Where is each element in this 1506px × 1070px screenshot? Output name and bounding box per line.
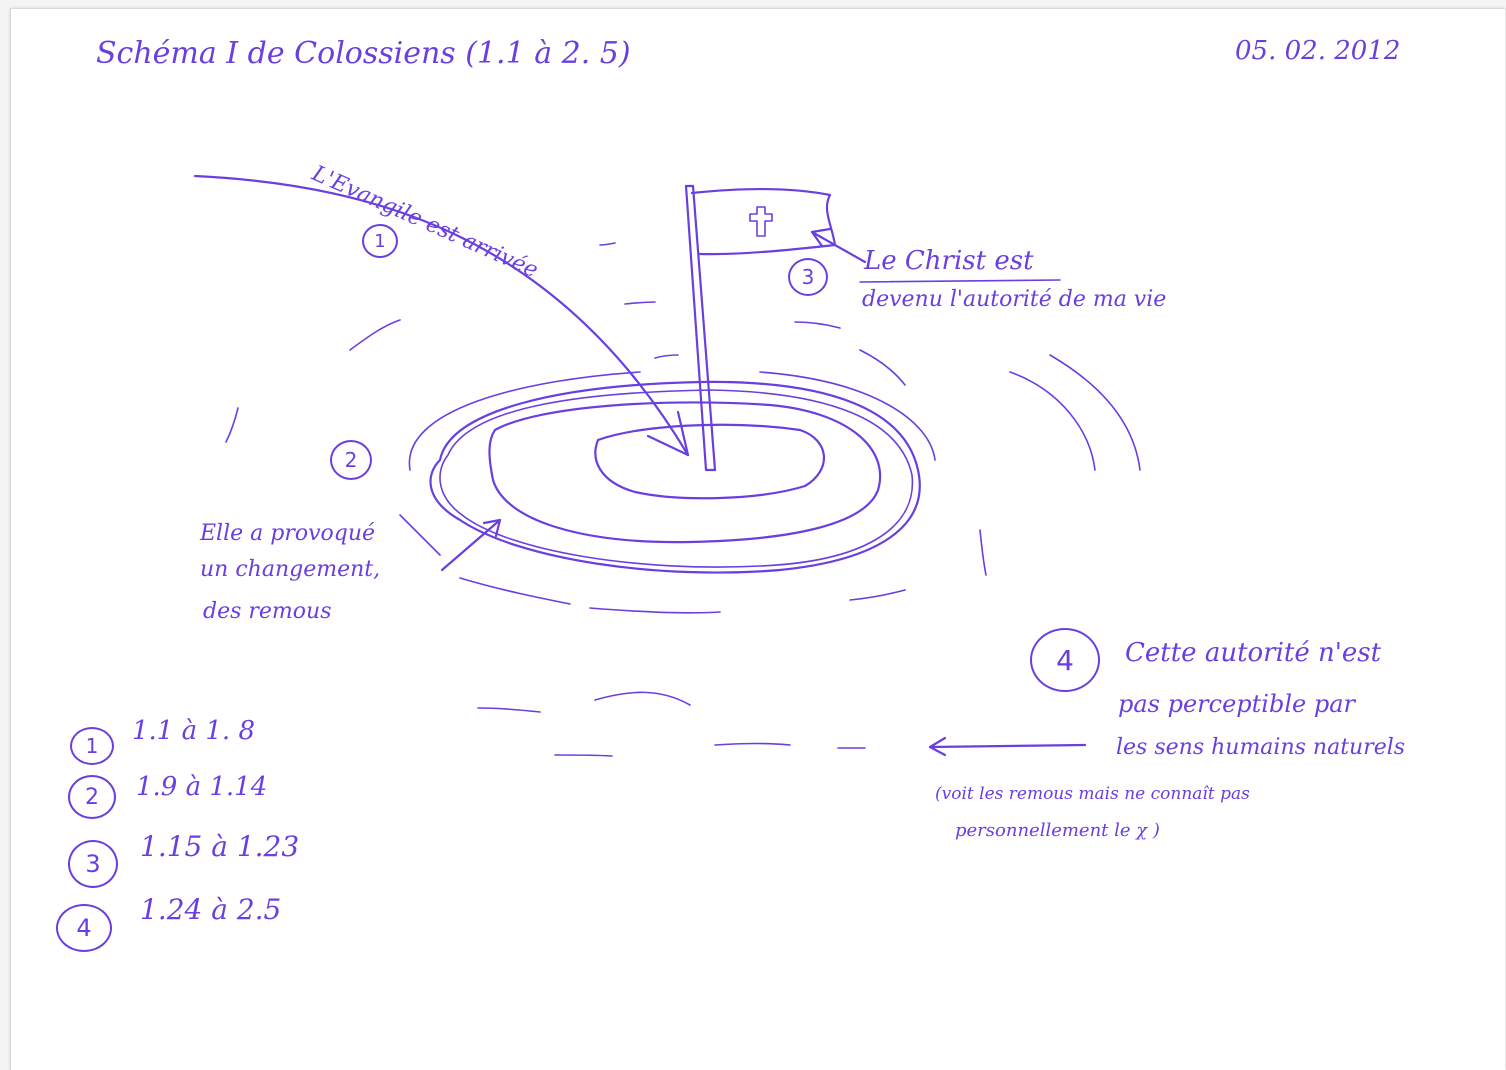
- change-arrow: [440, 518, 502, 572]
- wave-right-2: [1049, 354, 1141, 471]
- wave-bottom-7: [714, 742, 791, 746]
- christ-line-1: Le Christ est: [864, 246, 1034, 276]
- change-arrow-head: [482, 518, 502, 538]
- flag-cross: [749, 206, 773, 237]
- change-line-3: des remous: [203, 599, 332, 624]
- annotation-1-circle: 1: [362, 224, 398, 258]
- christ-arrow: [810, 230, 867, 264]
- legend-3-range: 1.15 à 1.23: [140, 830, 300, 863]
- authority-line-2: pas perceptible par: [1118, 690, 1355, 718]
- annotation-4-number: 4: [1056, 643, 1074, 677]
- legend-2-number: 2: [85, 784, 99, 810]
- annotation-2-number: 2: [344, 448, 358, 472]
- wave-top-3: [654, 354, 679, 359]
- wave-right-4: [859, 349, 906, 386]
- legend-4-range: 1.24 à 2.5: [140, 893, 282, 926]
- authority-line-3: les sens humains naturels: [1116, 735, 1406, 760]
- gospel-arrow: [193, 174, 690, 457]
- page-title: Schéma I de Colossiens (1.1 à 2. 5): [96, 36, 631, 71]
- legend-1-circle: 1: [70, 727, 114, 765]
- annotation-4-circle: 4: [1030, 628, 1100, 692]
- gospel-arrow-head: [646, 410, 690, 457]
- wave-right-1: [1009, 371, 1096, 471]
- change-line-2: un changement,: [200, 557, 381, 582]
- annotation-1-number: 1: [374, 230, 386, 252]
- annotation-3-number: 3: [801, 265, 815, 289]
- legend-3-circle: 3: [68, 840, 118, 888]
- authority-arrow-head: [928, 736, 947, 757]
- wave-right-3: [979, 529, 987, 576]
- christ-arrow-head: [810, 227, 832, 248]
- authority-note-2: personnellement le χ ): [955, 820, 1160, 841]
- legend-2-circle: 2: [68, 775, 116, 819]
- authority-note-1: (voit les remous mais ne connaît pas: [935, 784, 1250, 804]
- pond-outer-ring-2: [439, 389, 914, 568]
- wave-bottom-1: [459, 577, 571, 605]
- legend-2-range: 1.9 à 1.14: [136, 772, 268, 802]
- wave-bottom-2: [589, 607, 721, 614]
- page-date: 05. 02. 2012: [1235, 36, 1401, 66]
- wave-top-2: [624, 301, 656, 305]
- christ-underline: [859, 279, 1061, 283]
- christ-line-2: devenu l'autorité de ma vie: [862, 287, 1167, 312]
- legend-4-circle: 4: [56, 904, 112, 952]
- wave-top-1: [599, 242, 616, 246]
- flag-cloth: [690, 188, 837, 256]
- wave-bottom-6: [554, 754, 613, 757]
- annotation-3-circle: 3: [788, 258, 828, 296]
- annotation-2-circle: 2: [330, 440, 372, 480]
- pond-far-ring: [408, 371, 936, 471]
- authority-arrow: [928, 743, 1087, 749]
- legend-1-number: 1: [85, 734, 99, 758]
- legend-4-number: 4: [76, 914, 92, 942]
- authority-line-1: Cette autorité n'est: [1125, 638, 1382, 668]
- pond-middle-ring: [488, 401, 882, 544]
- wave-top-4: [794, 321, 841, 329]
- legend-3-number: 3: [85, 850, 101, 878]
- flag-pole: [684, 184, 717, 472]
- legend-1-range: 1.1 à 1. 8: [132, 716, 255, 746]
- wave-bottom-3: [849, 589, 906, 601]
- wave-left-3: [399, 514, 441, 556]
- wave-left-1: [349, 319, 401, 351]
- wave-bottom-5: [477, 707, 541, 713]
- pond-outer-ring: [429, 380, 921, 574]
- wave-left-2: [225, 407, 239, 443]
- pond-inner-ring: [594, 423, 825, 500]
- wave-bottom-4: [594, 691, 691, 706]
- change-line-1: Elle a provoqué: [200, 521, 376, 546]
